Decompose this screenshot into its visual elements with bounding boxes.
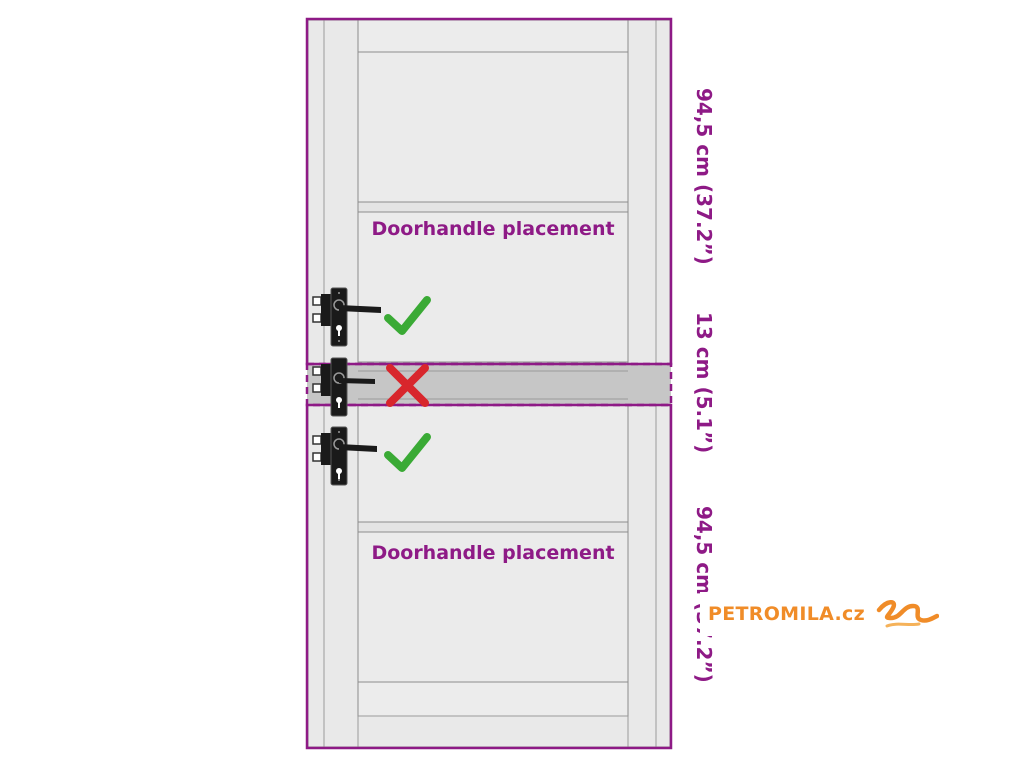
dimension-middle: 13 cm (5.1”) <box>692 312 716 454</box>
door-handle-icon <box>312 426 377 486</box>
door-rail-lower-mid <box>357 521 629 533</box>
check-icon <box>384 433 431 472</box>
door-handle-icon <box>312 287 381 347</box>
dimension-top: 94,5 cm (37.2”) <box>692 88 716 265</box>
door-handle-icon <box>312 357 375 417</box>
door-panel-lower <box>357 531 629 683</box>
zone-bottom-outline <box>305 403 673 750</box>
door-rail-upper-mid <box>357 201 629 213</box>
door-rail-top <box>357 19 629 53</box>
door-panel-upper <box>357 51 629 203</box>
brand-watermark: PETROMILA.cz <box>700 592 946 636</box>
door-panel-upper-handle <box>357 211 629 363</box>
brand-name: PETROMILA.cz <box>708 603 865 625</box>
cross-icon <box>386 364 429 407</box>
check-icon <box>384 296 431 335</box>
forbidden-band <box>308 365 670 405</box>
zone-middle-outline <box>305 362 673 407</box>
placement-label-top: Doorhandle placement <box>371 218 615 240</box>
door-rail-bottom <box>357 681 629 717</box>
orange-swirl-logo-icon <box>876 600 939 628</box>
placement-label-bottom: Doorhandle placement <box>371 542 615 564</box>
